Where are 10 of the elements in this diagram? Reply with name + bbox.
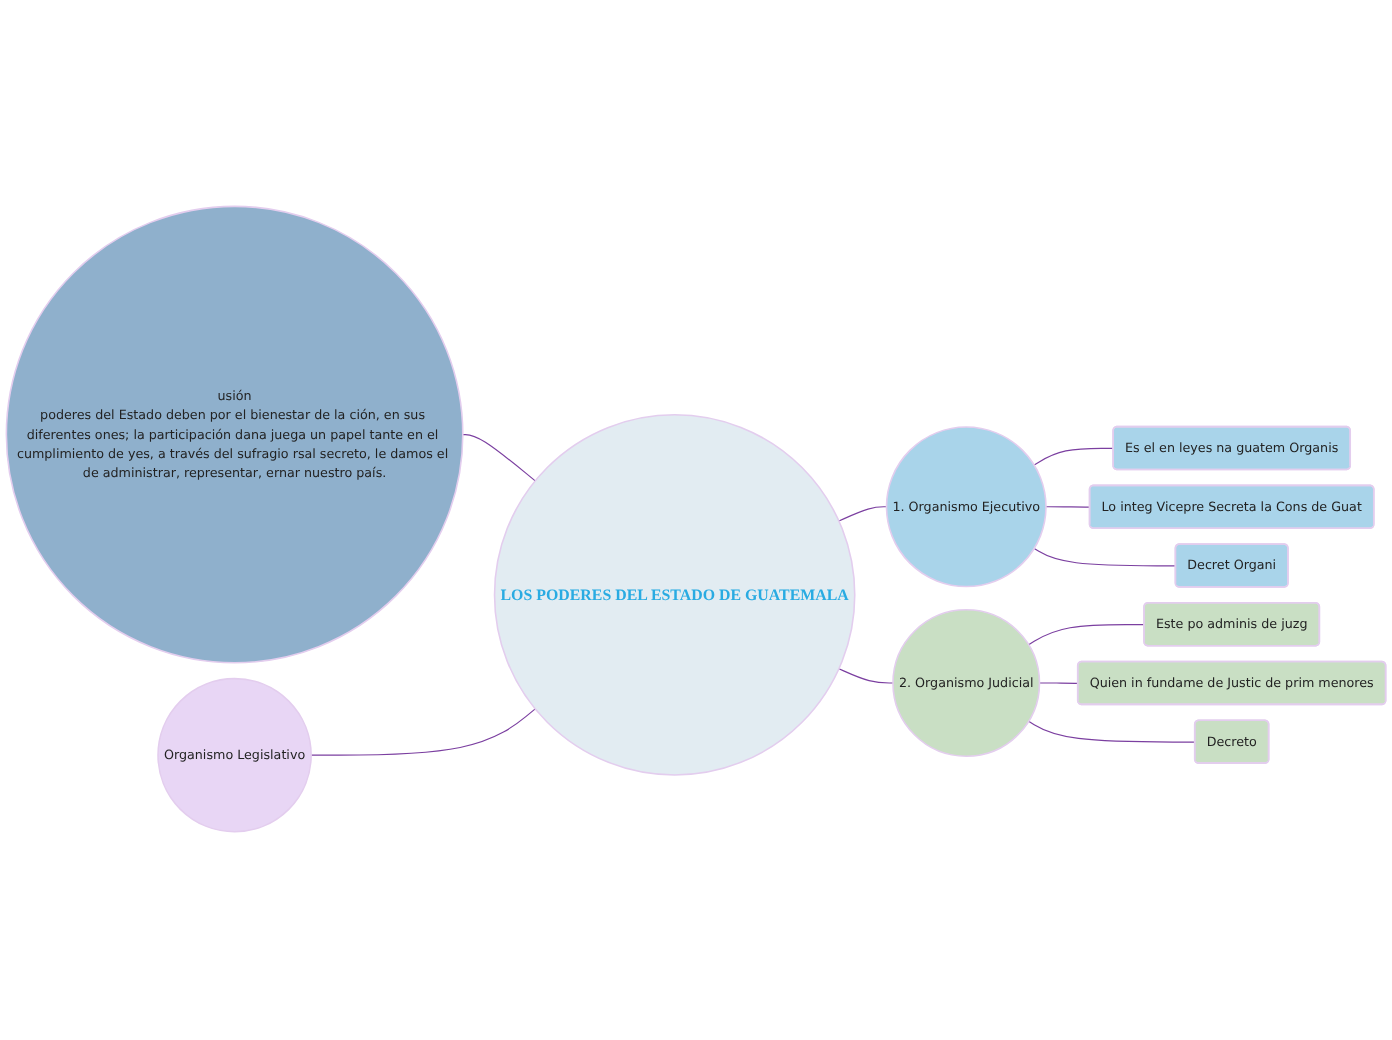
connector xyxy=(1033,548,1177,568)
connector xyxy=(1038,683,1079,685)
connector xyxy=(462,434,536,483)
connector xyxy=(1028,624,1145,647)
connector xyxy=(1033,448,1115,467)
connector xyxy=(838,507,888,523)
connector xyxy=(1028,721,1196,744)
connector xyxy=(1045,507,1091,509)
connector xyxy=(838,669,894,685)
connector xyxy=(310,709,536,757)
